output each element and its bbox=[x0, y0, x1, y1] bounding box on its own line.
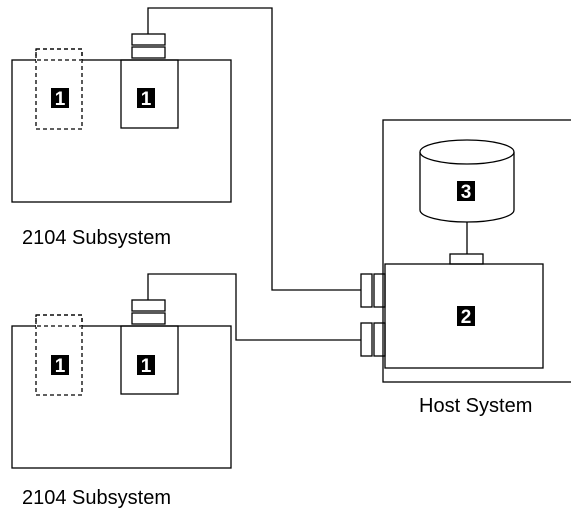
host-connector-1-outer bbox=[360, 273, 373, 308]
host-system: 3 2 Host System bbox=[360, 119, 571, 417]
host-connector-1-inner bbox=[373, 273, 386, 308]
host-connector-2-outer bbox=[360, 322, 373, 357]
badge-1-label: 1 bbox=[55, 89, 66, 110]
badge-1: 1 bbox=[51, 88, 69, 110]
subsystem-2: 1 1 2104 Subsystem bbox=[11, 299, 232, 509]
subsystem-2-caption: 2104 Subsystem bbox=[22, 487, 171, 509]
disk-connector bbox=[449, 253, 484, 265]
badge-3-label: 3 bbox=[461, 182, 472, 203]
subsystem-1-caption: 2104 Subsystem bbox=[22, 227, 171, 249]
subsystem-2-connector-bottom bbox=[131, 312, 166, 325]
badge-1: 1 bbox=[137, 355, 155, 377]
badge-2: 2 bbox=[457, 306, 475, 328]
badge-1: 1 bbox=[137, 88, 155, 110]
badge-2-label: 2 bbox=[461, 307, 472, 328]
badge-1: 1 bbox=[51, 355, 69, 377]
badge-1-label: 1 bbox=[55, 356, 66, 377]
subsystem-1-connector-top bbox=[131, 33, 166, 46]
badge-1-label: 1 bbox=[141, 89, 152, 110]
badge-3: 3 bbox=[457, 181, 475, 203]
subsystem-2-empty-slot-top bbox=[35, 314, 83, 327]
subsystem-2-adapter-slot bbox=[120, 325, 179, 395]
subsystem-1-connector-bottom bbox=[131, 46, 166, 59]
subsystem-2-connector-top bbox=[131, 299, 166, 312]
host-connector-2-inner bbox=[373, 322, 386, 357]
subsystem-1-adapter-slot bbox=[120, 59, 179, 129]
badge-1-label: 1 bbox=[141, 356, 152, 377]
cable-subsystem-1-to-host bbox=[147, 7, 361, 291]
host-system-caption: Host System bbox=[419, 395, 532, 417]
host-system-enclosure bbox=[382, 119, 571, 383]
subsystem-1-empty-slot-top bbox=[35, 48, 83, 61]
disk-icon bbox=[419, 139, 515, 223]
subsystem-1: 1 1 2104 Subsystem bbox=[11, 33, 232, 249]
cable-subsystem-2-to-host bbox=[147, 273, 361, 341]
